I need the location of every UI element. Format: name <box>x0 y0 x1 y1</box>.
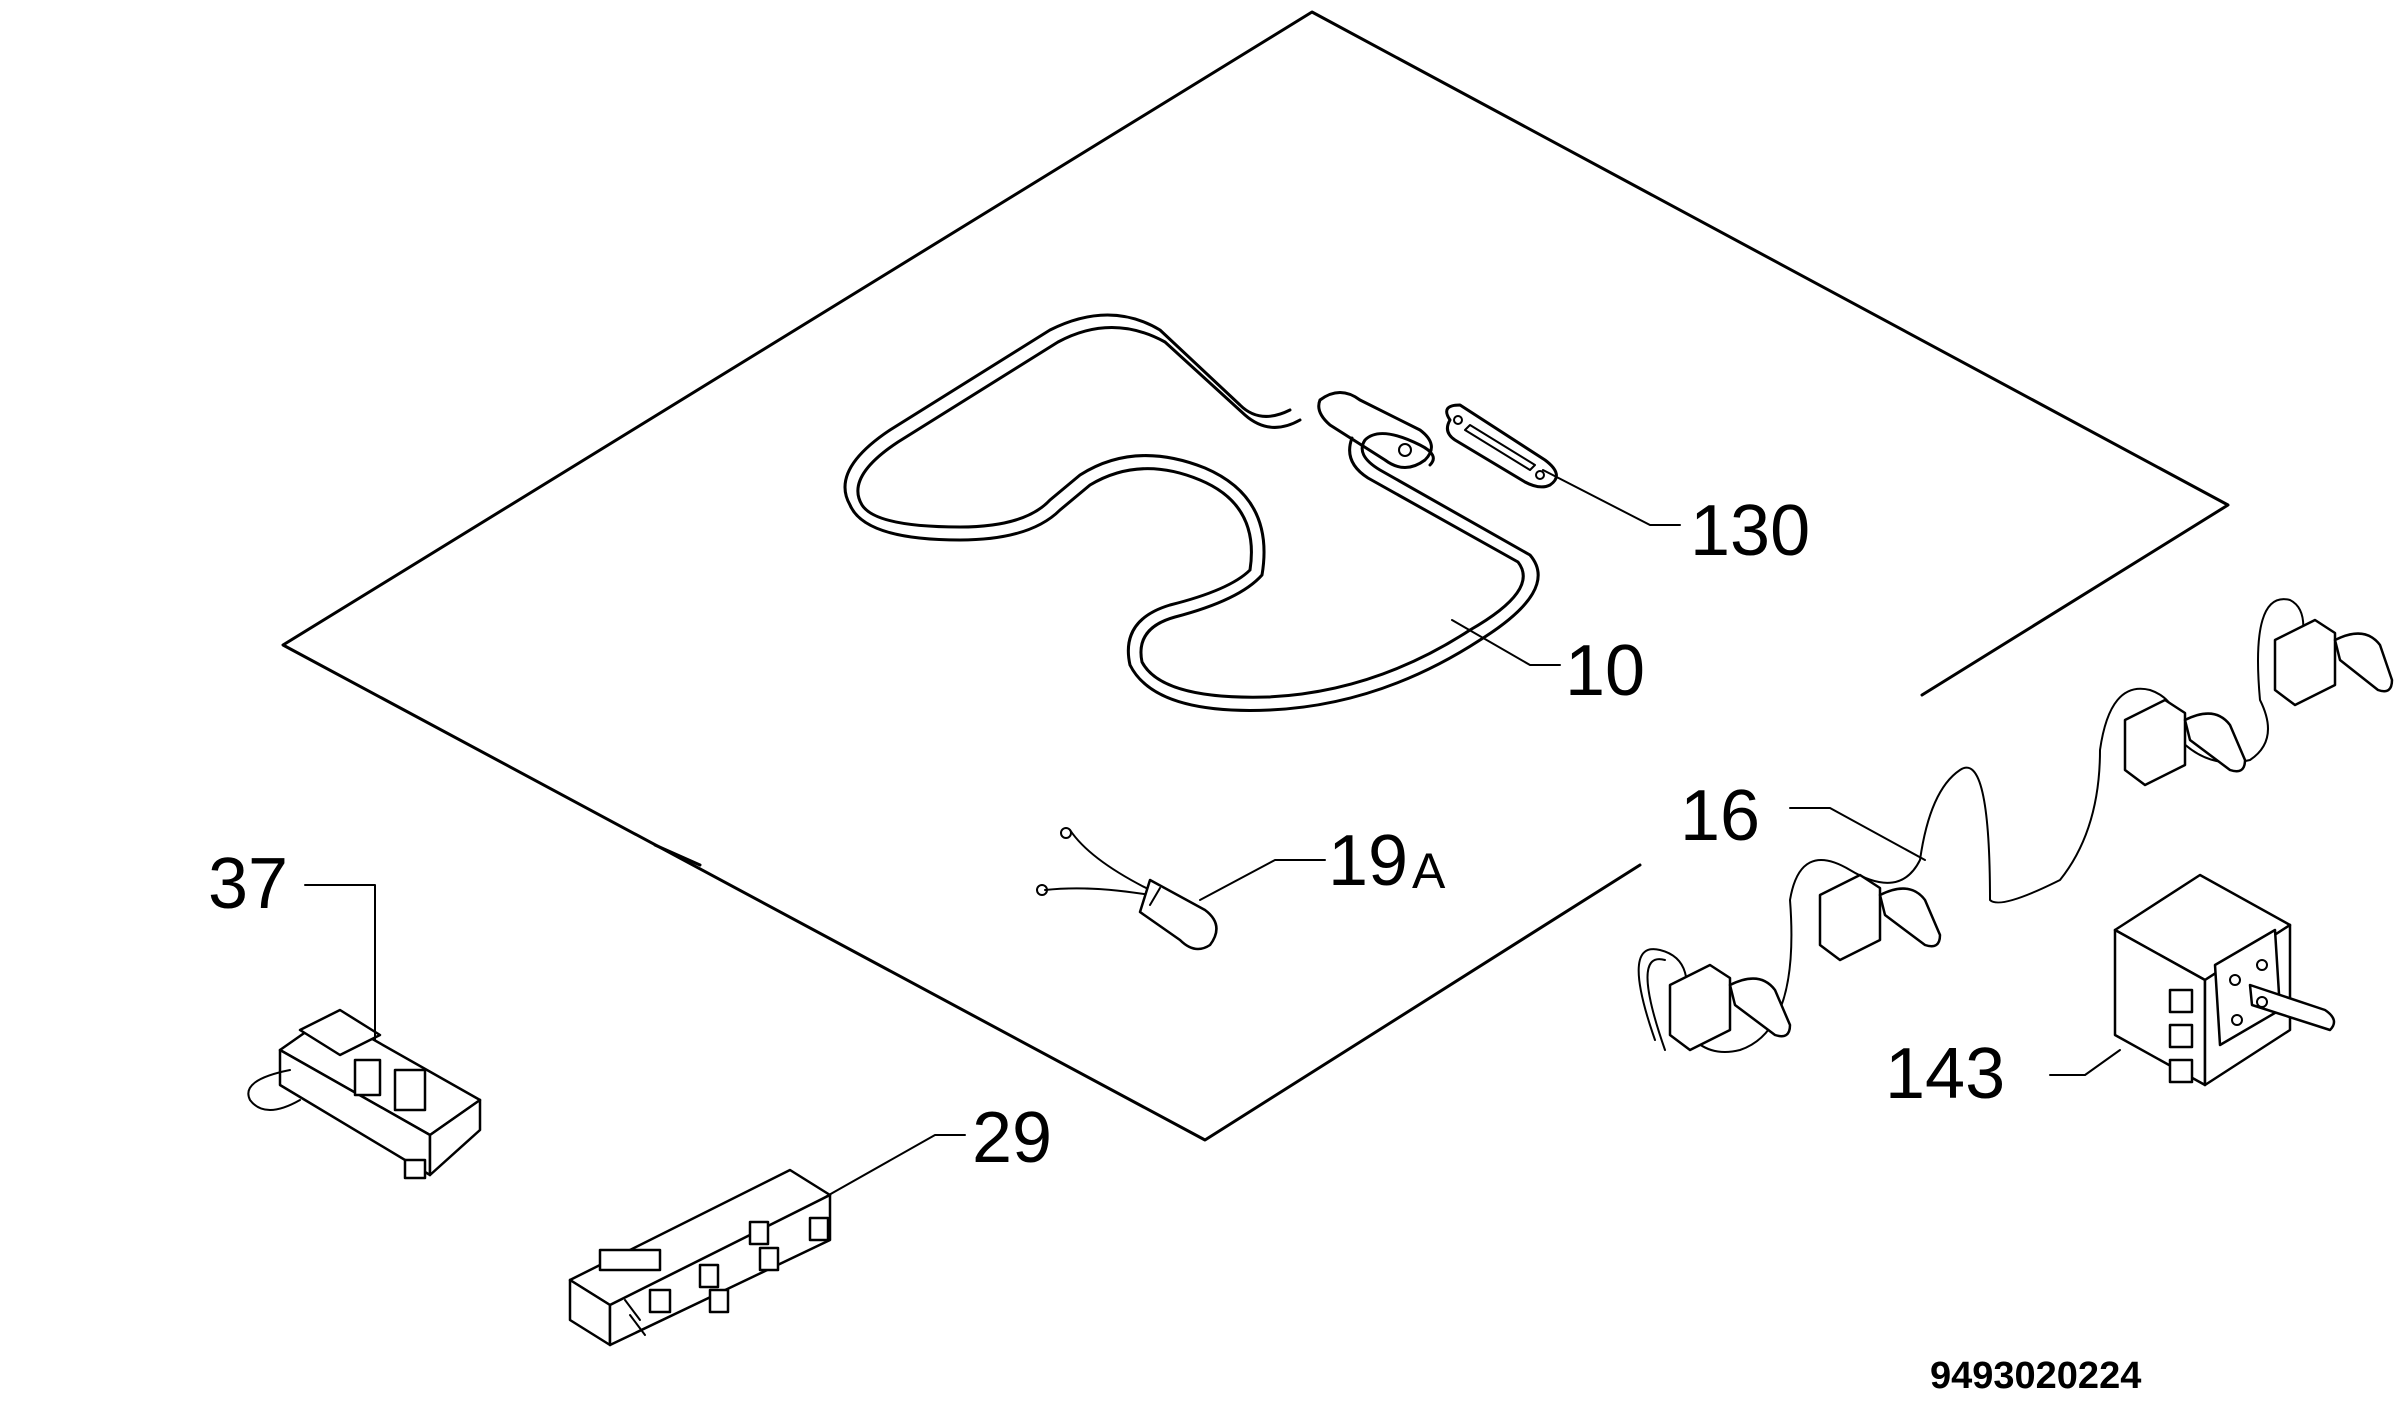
thermocouple <box>1036 827 1218 951</box>
label-19: 19 <box>1328 821 1408 901</box>
safety-thermostat <box>247 1008 482 1180</box>
leader-19a <box>1199 859 1326 901</box>
leader-130 <box>1542 469 1681 526</box>
label-16: 16 <box>1680 776 1760 856</box>
leader-37 <box>304 884 376 1041</box>
label-10: 10 <box>1565 631 1645 711</box>
rotary-selector-switch <box>2113 873 2336 1087</box>
switch-harness <box>1637 598 2394 1053</box>
leader-16 <box>1789 807 1926 861</box>
label-143: 143 <box>1885 1034 2005 1114</box>
label-29: 29 <box>972 1098 1052 1178</box>
label-19-suffix: A <box>1412 843 1446 899</box>
leader-10 <box>1451 619 1561 666</box>
leader-143 <box>2049 1049 2121 1076</box>
gasket <box>1445 403 1558 489</box>
label-130: 130 <box>1690 491 1810 571</box>
label-37: 37 <box>208 844 288 924</box>
heating-element <box>843 313 1540 712</box>
leader-29 <box>819 1134 966 1201</box>
ignition-generator <box>568 1168 832 1347</box>
oven-panel <box>281 10 2230 1142</box>
diagram-code: 9493020224 <box>1930 1355 2141 1397</box>
leader-lines <box>304 469 2121 1201</box>
